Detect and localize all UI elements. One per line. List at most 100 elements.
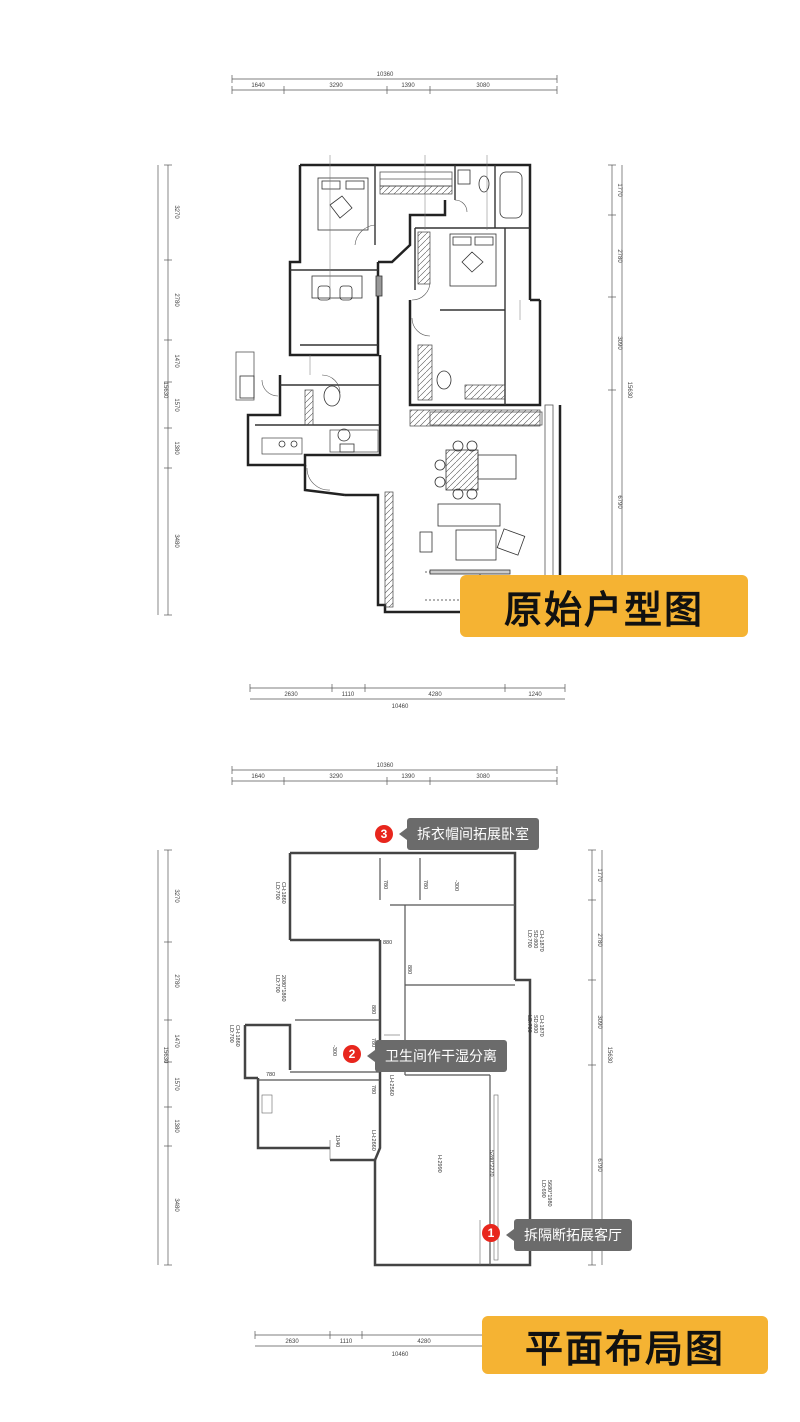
- dim2-bottom-total: 10460: [392, 1352, 409, 1358]
- dim-right-seg-1: 1770: [616, 183, 622, 197]
- layout-left-dimension-chain: [157, 849, 172, 1266]
- dim-top-seg-3: 1390: [401, 83, 415, 89]
- dim-bottom-seg-2: 1110: [342, 692, 355, 698]
- dim-bottom-seg-4: 1240: [528, 692, 542, 698]
- label-sd-800-a: SD:800: [532, 930, 538, 948]
- right-dimension-chain: [608, 164, 623, 616]
- callout-1-text: 拆隔断拓展客厅: [524, 1228, 622, 1244]
- original-plan-title: 原始户型图: [503, 587, 704, 632]
- label-ch-1860-b: CH:1860: [234, 1025, 240, 1047]
- callout-3-text: 拆衣帽间拓展卧室: [417, 827, 529, 843]
- label-880-b: 880: [406, 965, 412, 974]
- dim-top-seg-1: 1640: [251, 83, 265, 89]
- layout-right-dimension-chain: [588, 849, 603, 1266]
- label-780-b: 780: [422, 880, 428, 889]
- dim2-top-seg-2: 3290: [329, 774, 343, 780]
- dimension-texts: 10360 1640 3290 1390 3080 10460 2630 111…: [162, 72, 632, 1358]
- label-minus-300-b: -300: [331, 1045, 337, 1056]
- dim-left-seg-5: 1380: [173, 441, 179, 455]
- label-880-a: 880: [383, 940, 392, 946]
- dim-left-seg-2: 2780: [173, 293, 179, 307]
- callout-marker-1: 1: [482, 1224, 500, 1242]
- original-interior-walls: [255, 165, 530, 426]
- dim2-bottom-seg-1: 2630: [285, 1339, 299, 1345]
- dim2-right-seg-2: 2780: [596, 933, 602, 947]
- dim2-top-total: 10360: [377, 763, 394, 769]
- label-5680x1980: 5680*1980: [546, 1180, 552, 1207]
- callout-2-text: 卫生间作干湿分离: [385, 1049, 497, 1065]
- original-walls: [246, 163, 562, 614]
- original-cabinets: [261, 185, 541, 608]
- dim-left-seg-3: 1470: [173, 354, 179, 368]
- callout-2: 卫生间作干湿分离: [367, 1040, 507, 1072]
- original-kitchen: [239, 375, 355, 453]
- callout-marker-2: 2: [343, 1045, 361, 1063]
- dim2-top-seg-3: 1390: [401, 774, 415, 780]
- layout-plan-title: 平面布局图: [524, 1326, 725, 1371]
- layout-plan: [157, 766, 603, 1347]
- original-doors: [261, 199, 468, 491]
- dim-left-seg-6: 3480: [173, 534, 179, 548]
- dim2-left-seg-1: 3270: [173, 889, 179, 903]
- layout-top-dimension-chain: [231, 766, 558, 785]
- original-living-dining: [419, 440, 526, 601]
- original-bathroom: [323, 169, 523, 407]
- dim-left-total: 15630: [162, 382, 168, 399]
- label-ch-1870-b: CH:1870: [538, 1015, 544, 1037]
- label-780-d: 780: [370, 1085, 376, 1094]
- callout-1: 拆隔断拓展客厅: [506, 1219, 632, 1251]
- dim-top-seg-4: 3080: [476, 83, 490, 89]
- dim-top-seg-2: 3290: [329, 83, 343, 89]
- dim-right-seg-3: 3090: [616, 336, 622, 350]
- dim2-right-seg-4: 6790: [596, 1158, 602, 1172]
- dim2-right-seg-1: 1770: [596, 868, 602, 882]
- left-dimension-chain: [157, 164, 172, 616]
- label-h-2990: H:2990: [436, 1155, 442, 1173]
- dim-left-seg-1: 3270: [173, 205, 179, 219]
- dim2-top-seg-4: 3080: [476, 774, 490, 780]
- label-ld-690: LD:690: [540, 1180, 546, 1198]
- bottom-dimension-chain: [249, 684, 566, 700]
- label-5280x2270: 5280*2270: [488, 1150, 494, 1177]
- dim2-top-seg-1: 1640: [251, 774, 265, 780]
- dim-top-total: 10360: [377, 72, 394, 78]
- dim2-right-total: 15630: [606, 1047, 612, 1064]
- callout-marker-3: 3: [375, 825, 393, 843]
- layout-walls: [243, 851, 532, 1267]
- label-ld-700-c: LD:700: [228, 1025, 234, 1043]
- label-2080x1860: 2080*1860: [280, 975, 286, 1002]
- label-780-a: 780: [382, 880, 388, 889]
- top-dimension-chain: [231, 75, 558, 94]
- dim2-left-seg-4: 1570: [173, 1077, 179, 1091]
- label-ld-700: LD:700: [274, 882, 280, 900]
- label-minus-300-a: -300: [453, 880, 459, 891]
- label-lh-2560: LH:2560: [388, 1075, 394, 1096]
- dim2-bottom-seg-2: 1110: [340, 1339, 353, 1345]
- dim2-left-seg-2: 2780: [173, 974, 179, 988]
- dim-right-total: 15630: [626, 382, 632, 399]
- original-leader-lines: [309, 155, 521, 375]
- dim2-bottom-seg-3: 4280: [417, 1339, 431, 1345]
- label-sd-800-b: SD:800: [532, 1015, 538, 1033]
- original-study: [311, 275, 383, 301]
- dim-left-seg-4: 1570: [173, 398, 179, 412]
- label-ld-700-d: LD:700: [526, 1015, 532, 1033]
- layout-plan-title-badge: 平面布局图: [482, 1316, 768, 1374]
- label-880-c: 880: [370, 1005, 376, 1014]
- label-780-c: 780: [266, 1072, 275, 1078]
- label-ld-700-a: LD:700: [526, 930, 532, 948]
- original-plan-title-badge: 原始户型图: [460, 575, 748, 637]
- layout-openings: [261, 1034, 499, 1265]
- dim-bottom-total: 10460: [392, 704, 409, 710]
- dim2-left-seg-3: 1470: [173, 1034, 179, 1048]
- label-ld-700-b: LD:700: [274, 975, 280, 993]
- dim2-left-seg-5: 1380: [173, 1119, 179, 1133]
- label-ch-1860: CH:1860: [280, 882, 286, 904]
- label-ch-1870-a: CH:1870: [538, 930, 544, 952]
- original-beds: [317, 177, 497, 287]
- label-lh-2660: LH:2660: [370, 1130, 376, 1151]
- dim-bottom-seg-1: 2630: [284, 692, 298, 698]
- dim-right-seg-2: 2780: [616, 249, 622, 263]
